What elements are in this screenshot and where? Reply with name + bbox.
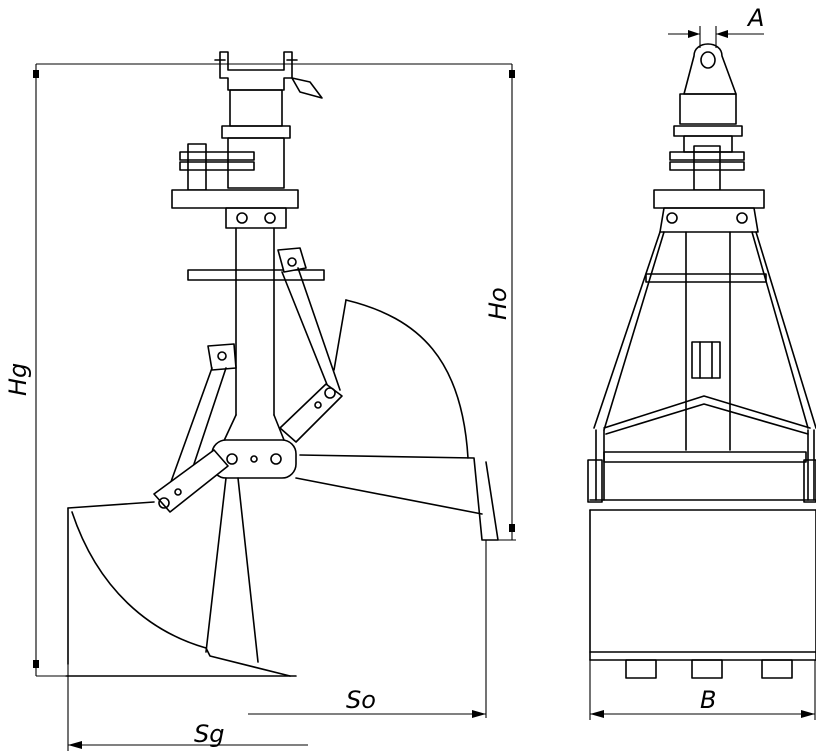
central-column <box>187 207 325 479</box>
dimension-a: A <box>668 4 764 48</box>
label-so: So <box>346 686 376 714</box>
label-a: A <box>746 4 764 32</box>
right-jaw <box>295 299 499 541</box>
dimension-hg <box>33 63 512 677</box>
upper-pulley-block <box>171 143 299 209</box>
front-view: A <box>587 4 816 720</box>
lifting-eye <box>679 43 737 125</box>
suspension-bracket <box>214 51 323 189</box>
label-sg: Sg <box>194 720 224 748</box>
label-b: B <box>700 686 716 714</box>
right-linkage <box>277 247 343 443</box>
dimension-b: B <box>589 660 816 720</box>
front-link-rods <box>593 231 816 435</box>
dimension-sg <box>67 664 308 751</box>
dimension-so <box>248 540 487 718</box>
side-view: Hg Ho So Sg <box>4 51 516 751</box>
front-bucket-body <box>587 429 816 679</box>
left-linkage <box>153 343 237 513</box>
left-jaw <box>65 477 297 677</box>
front-pulley-stack <box>653 125 765 233</box>
front-central-rods <box>645 231 767 451</box>
label-ho: Ho <box>484 287 512 320</box>
dimension-ho <box>498 64 516 541</box>
label-hg: Hg <box>4 363 32 396</box>
